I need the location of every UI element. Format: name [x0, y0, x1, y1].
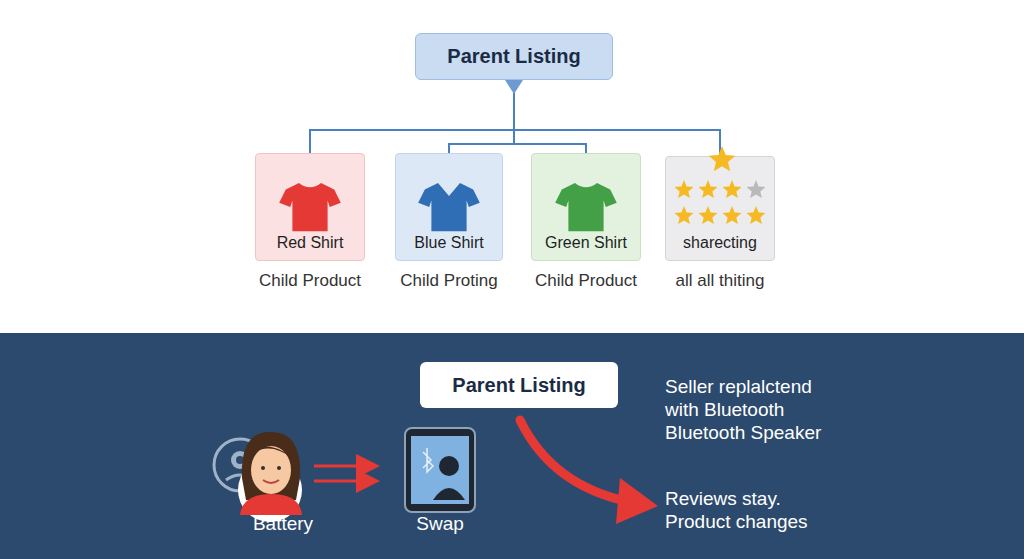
icon-label: Swap: [416, 513, 464, 535]
child-box: Red ShirtChild Product: [255, 153, 365, 261]
child-box: Green ShirtChild Product: [531, 153, 641, 261]
child-caption: Child Product: [535, 271, 637, 291]
node-label: Green Shirt: [545, 234, 627, 252]
node-label: Parent Listing: [452, 374, 585, 397]
child-caption: all all thiting: [676, 271, 765, 291]
child-box: Blue ShirtChild Proting: [395, 153, 503, 261]
node-label: sharecting: [683, 234, 757, 252]
background-band: Seller replalctend with Bluetooth Blueto…: [0, 333, 1024, 559]
child-caption: Child Proting: [400, 271, 497, 291]
shirt-icon: [553, 178, 619, 234]
item-card: Green Shirt: [531, 153, 641, 261]
item-card: sharecting: [665, 156, 775, 261]
tree-connector: [514, 80, 586, 153]
node-label: Red Shirt: [277, 234, 344, 252]
shirt-icon: [416, 178, 482, 234]
item-card: Blue Shirt: [395, 153, 503, 261]
shirt-icon: [277, 178, 343, 234]
note-text: Seller replalctend with Bluetooth Blueto…: [665, 376, 845, 444]
node-label: Parent Listing: [447, 45, 580, 68]
pointer-triangle: [505, 80, 523, 94]
node-label: Blue Shirt: [414, 234, 483, 252]
item-card: Red Shirt: [255, 153, 365, 261]
parent-box: Parent Listing: [415, 33, 613, 80]
note-text: Reviews stay. Product changes: [665, 488, 845, 534]
child-caption: Child Product: [259, 271, 361, 291]
icon-label: Battery: [253, 513, 313, 535]
child-box: sharectingall all thiting: [665, 156, 775, 261]
tree-connector: [449, 80, 514, 153]
tree-connector: [310, 80, 514, 153]
tree-connector: [514, 80, 720, 156]
rating-stars: [670, 154, 770, 234]
parent-box: Parent Listing: [420, 362, 618, 408]
